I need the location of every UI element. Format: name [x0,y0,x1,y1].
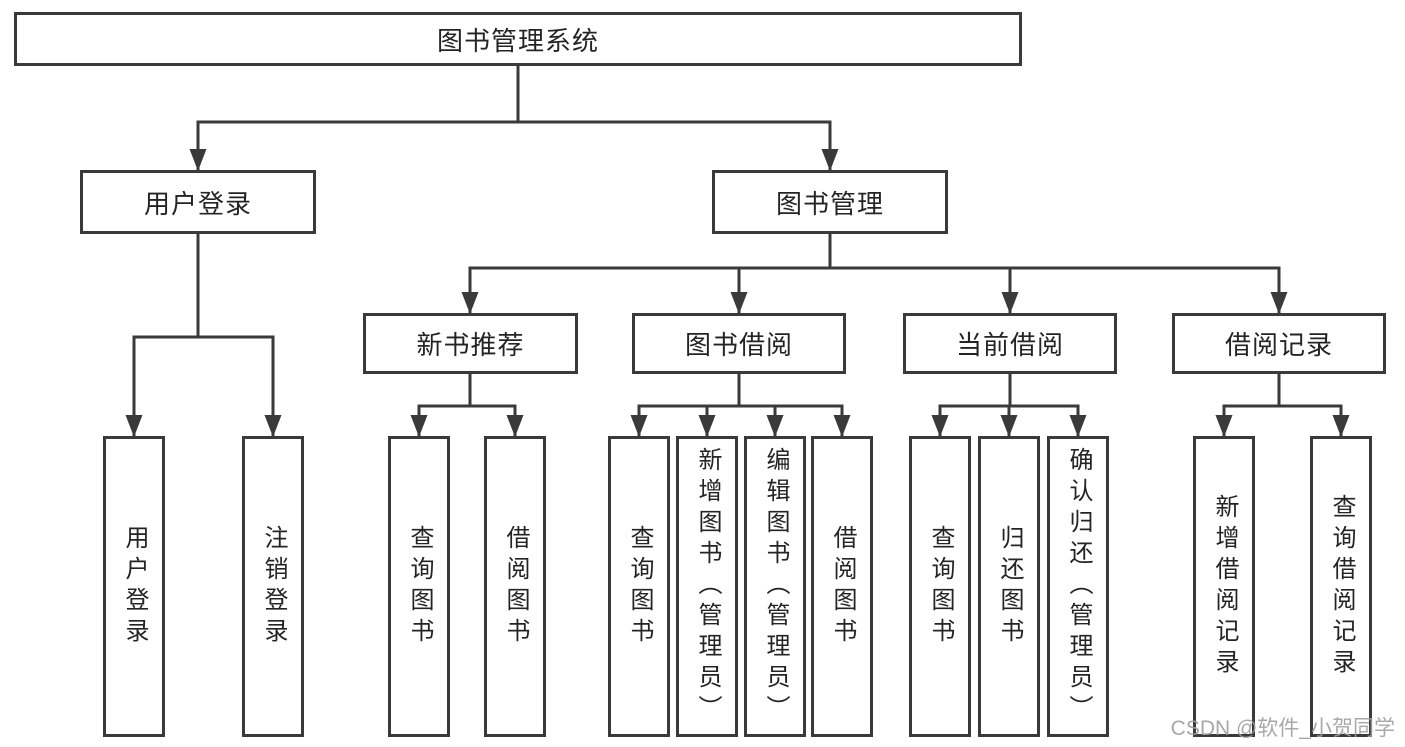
node-leaf-query-book-newrec: 查询图书 [388,436,450,737]
connector-book-borrow-children [630,372,851,438]
node-leaf-add-borrow-record-label: 新增借阅记录 [1211,493,1238,680]
node-leaf-query-borrow-record: 查询借阅记录 [1310,436,1372,737]
node-leaf-query-book-current-label: 查询图书 [927,524,954,649]
node-leaf-edit-book-admin: 编辑图书（管理员） [744,436,806,737]
node-leaf-user-login-label: 用户登录 [121,524,148,649]
node-user-login-label: 用户登录 [143,188,252,219]
node-book-borrow: 图书借阅 [632,313,846,374]
node-leaf-return-book-label: 归还图书 [996,524,1023,649]
node-new-book-rec: 新书推荐 [363,313,578,374]
node-leaf-borrow-book-borrow-label: 借阅图书 [829,524,856,649]
node-leaf-logout-label: 注销登录 [260,524,287,649]
node-leaf-query-book-borrow-label: 查询图书 [626,524,653,649]
node-root: 图书管理系统 [14,12,1022,66]
node-book-mgmt: 图书管理 [712,170,948,234]
node-leaf-confirm-return-admin: 确认归还（管理员） [1047,436,1109,737]
node-leaf-user-login: 用户登录 [103,436,165,737]
node-leaf-return-book: 归还图书 [978,436,1040,737]
connector-borrow-records-children [1215,372,1350,438]
connector-book-mgmt-children [461,232,1288,315]
connector-user-login-children [125,232,282,438]
node-leaf-query-book-borrow: 查询图书 [608,436,670,737]
node-root-label: 图书管理系统 [436,25,599,56]
node-leaf-borrow-book-newrec: 借阅图书 [484,436,546,737]
connector-new-book-rec-children [410,372,524,438]
node-leaf-logout: 注销登录 [242,436,304,737]
node-leaf-query-book-current: 查询图书 [909,436,971,737]
node-leaf-confirm-return-admin-label: 确认归还（管理员） [1065,447,1092,726]
node-current-borrow: 当前借阅 [903,313,1117,374]
node-leaf-add-book-admin: 新增图书（管理员） [676,436,738,737]
node-borrow-records-label: 借阅记录 [1224,330,1333,360]
node-book-mgmt-label: 图书管理 [775,188,884,219]
node-current-borrow-label: 当前借阅 [955,330,1064,360]
node-leaf-edit-book-admin-label: 编辑图书（管理员） [762,447,789,726]
node-book-borrow-label: 图书借阅 [684,330,793,360]
node-leaf-query-book-newrec-label: 查询图书 [406,524,433,649]
node-leaf-borrow-book-borrow: 借阅图书 [811,436,873,737]
connector-root-to-level2 [189,64,839,172]
connector-current-borrow-children [931,372,1087,438]
node-leaf-query-borrow-record-label: 查询借阅记录 [1328,493,1355,680]
node-user-login: 用户登录 [80,170,316,234]
watermark: CSDN @软件_小贺同学 [1170,717,1395,740]
node-borrow-records: 借阅记录 [1172,313,1386,374]
node-new-book-rec-label: 新书推荐 [416,330,525,360]
node-leaf-borrow-book-newrec-label: 借阅图书 [502,524,529,649]
node-leaf-add-borrow-record: 新增借阅记录 [1193,436,1255,737]
node-leaf-add-book-admin-label: 新增图书（管理员） [694,447,721,726]
